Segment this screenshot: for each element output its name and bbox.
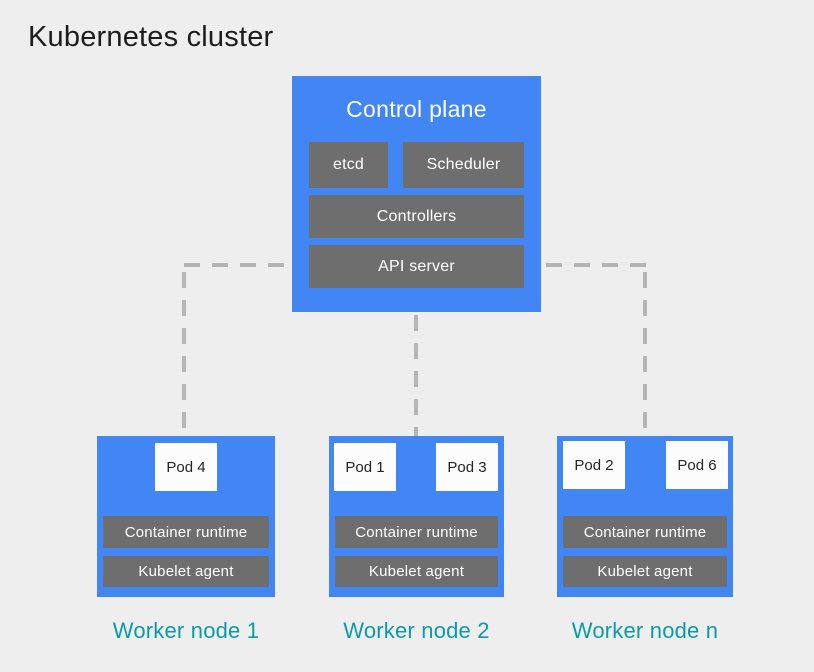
control-plane-title: Control plane	[346, 96, 487, 122]
worker-node-2-box: Pod 1 Pod 3 Container runtime Kubelet ag…	[329, 436, 504, 597]
worker-1-kubelet-agent: Kubelet agent	[103, 556, 269, 587]
worker-2-kubelet-agent: Kubelet agent	[335, 556, 498, 587]
worker-node-n-box: Pod 2 Pod 6 Container runtime Kubelet ag…	[557, 436, 733, 597]
control-plane-box: Control plane etcd Scheduler Controllers…	[292, 76, 541, 312]
worker-node-1-label: Worker node 1	[112, 618, 260, 643]
component-scheduler: Scheduler	[403, 142, 524, 188]
worker-1-container-runtime: Container runtime	[103, 516, 269, 548]
worker-node-1-box: Pod 4 Container runtime Kubelet agent	[97, 436, 275, 597]
pod-4: Pod 4	[155, 443, 217, 491]
component-controllers: Controllers	[309, 195, 524, 238]
pod-6: Pod 6	[666, 441, 728, 489]
worker-n-container-runtime: Container runtime	[563, 516, 727, 548]
worker-n-kubelet-agent: Kubelet agent	[563, 556, 727, 587]
pod-3: Pod 3	[436, 443, 498, 491]
component-api-server: API server	[309, 245, 524, 288]
worker-2-container-runtime: Container runtime	[335, 516, 498, 548]
component-etcd: etcd	[309, 142, 388, 188]
pod-2: Pod 2	[563, 441, 625, 489]
worker-node-2-label: Worker node 2	[343, 618, 490, 643]
pod-1: Pod 1	[334, 443, 396, 491]
worker-node-n-label: Worker node n	[571, 618, 719, 643]
diagram-title: Kubernetes cluster	[28, 21, 274, 53]
